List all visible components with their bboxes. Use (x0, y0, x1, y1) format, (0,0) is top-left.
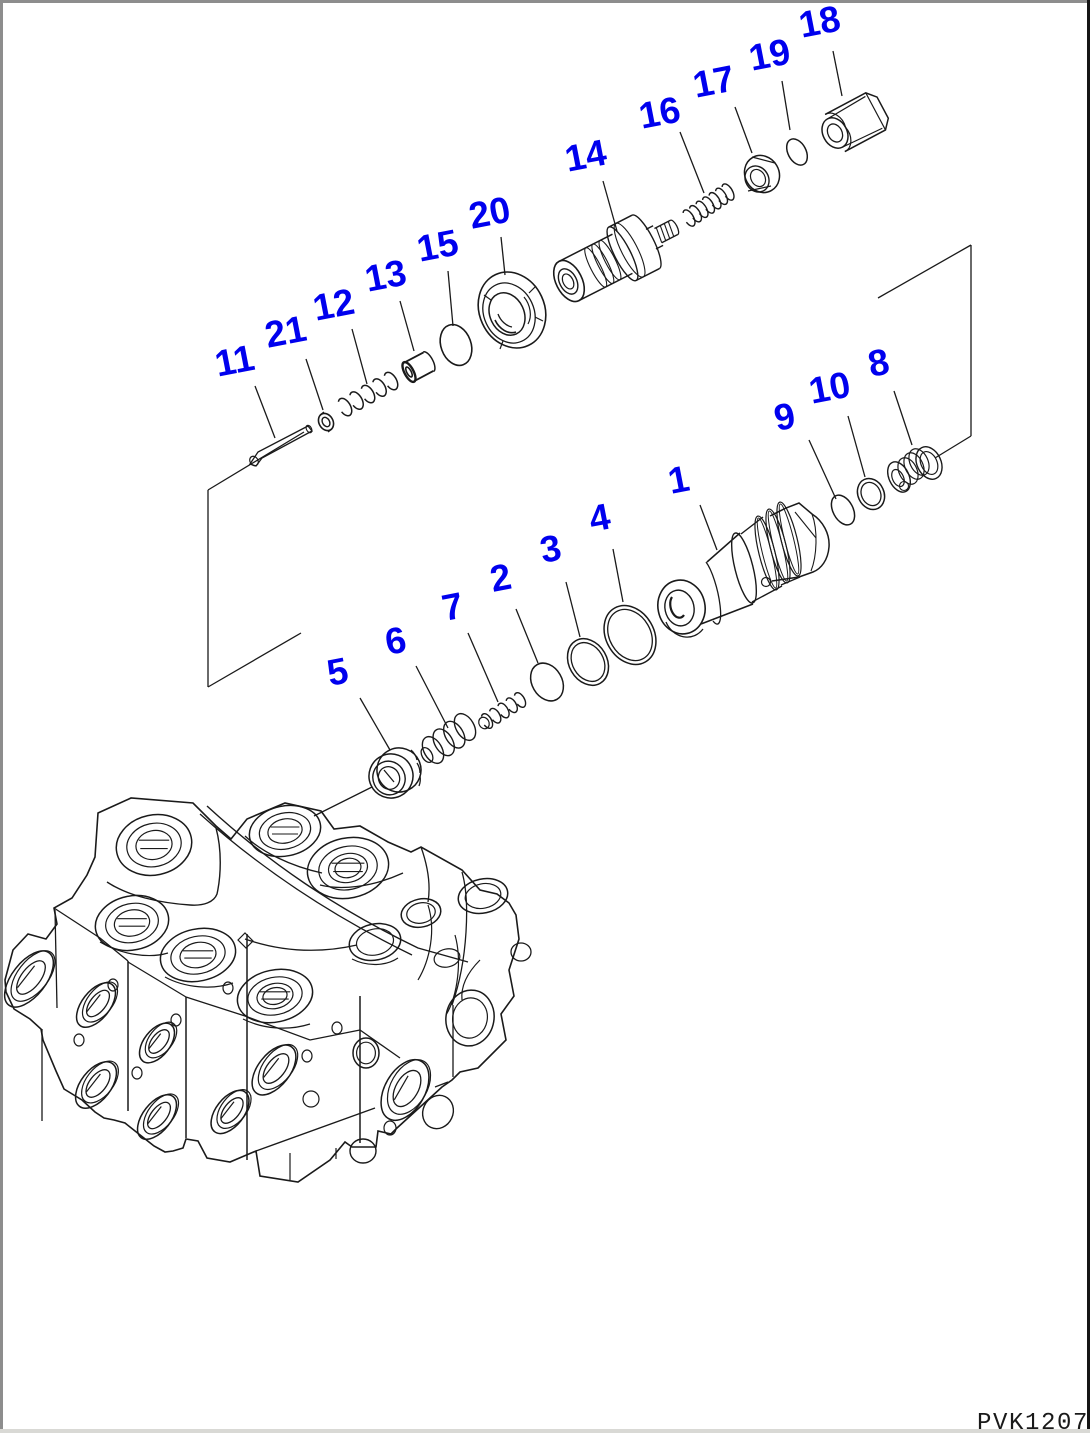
svg-text:10: 10 (806, 364, 854, 412)
svg-text:PVK1207: PVK1207 (977, 1410, 1089, 1433)
svg-text:19: 19 (746, 31, 794, 79)
svg-text:15: 15 (414, 222, 462, 270)
svg-text:13: 13 (362, 252, 410, 300)
svg-text:21: 21 (262, 308, 310, 356)
svg-text:17: 17 (690, 58, 738, 106)
svg-text:20: 20 (466, 189, 514, 237)
svg-text:14: 14 (562, 132, 611, 180)
svg-text:11: 11 (212, 337, 258, 385)
svg-text:18: 18 (796, 0, 844, 46)
svg-text:16: 16 (636, 89, 684, 137)
svg-text:12: 12 (310, 281, 358, 329)
